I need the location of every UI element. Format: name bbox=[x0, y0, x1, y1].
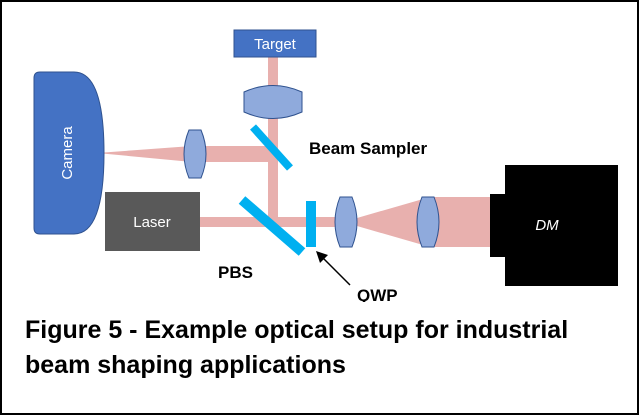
qwp-pointer bbox=[316, 251, 351, 286]
target-component: Target bbox=[233, 29, 317, 58]
dm-label: DM bbox=[535, 217, 559, 234]
qwp-plate bbox=[306, 201, 316, 247]
figure-caption: Figure 5 - Example optical setup for ind… bbox=[25, 313, 625, 383]
lens-target bbox=[243, 85, 303, 119]
target-box bbox=[233, 29, 317, 58]
laser-label: Laser bbox=[133, 214, 171, 231]
qwp-arrowhead bbox=[316, 251, 328, 263]
camera-component: Camera bbox=[33, 71, 105, 235]
laser-component: Laser bbox=[105, 192, 200, 251]
dm-box-main bbox=[505, 165, 618, 286]
beam-expanded bbox=[430, 197, 490, 247]
qwp-arrow-line bbox=[321, 256, 351, 286]
beam-target-vertical bbox=[268, 54, 278, 229]
beam-expander-cone bbox=[335, 197, 430, 247]
target-label: Target bbox=[254, 36, 297, 53]
beam-sampler-label: Beam Sampler bbox=[309, 139, 427, 158]
pbs-plate bbox=[238, 196, 306, 256]
caption-line-2: beam shaping applications bbox=[25, 351, 346, 379]
beam-camera-converging bbox=[97, 146, 192, 162]
lens-expander-2 bbox=[416, 196, 440, 248]
camera-label: Camera bbox=[59, 126, 76, 180]
camera-box bbox=[33, 71, 105, 235]
lens-expander-1 bbox=[334, 196, 358, 248]
lens-camera bbox=[183, 129, 207, 179]
lenses bbox=[183, 85, 440, 248]
dm-box-front bbox=[490, 194, 506, 257]
laser-box bbox=[105, 192, 200, 251]
pbs-label: PBS bbox=[218, 263, 253, 282]
optical-setup-diagram: Target Camera Laser DM bbox=[33, 29, 618, 302]
splitters bbox=[238, 124, 316, 256]
beam-camera-wide bbox=[192, 146, 277, 162]
dm-component: DM bbox=[490, 165, 618, 286]
qwp-label: QWP bbox=[357, 286, 398, 302]
caption-line-1: Figure 5 - Example optical setup for ind… bbox=[25, 316, 569, 344]
beam-sampler-plate bbox=[250, 124, 293, 171]
